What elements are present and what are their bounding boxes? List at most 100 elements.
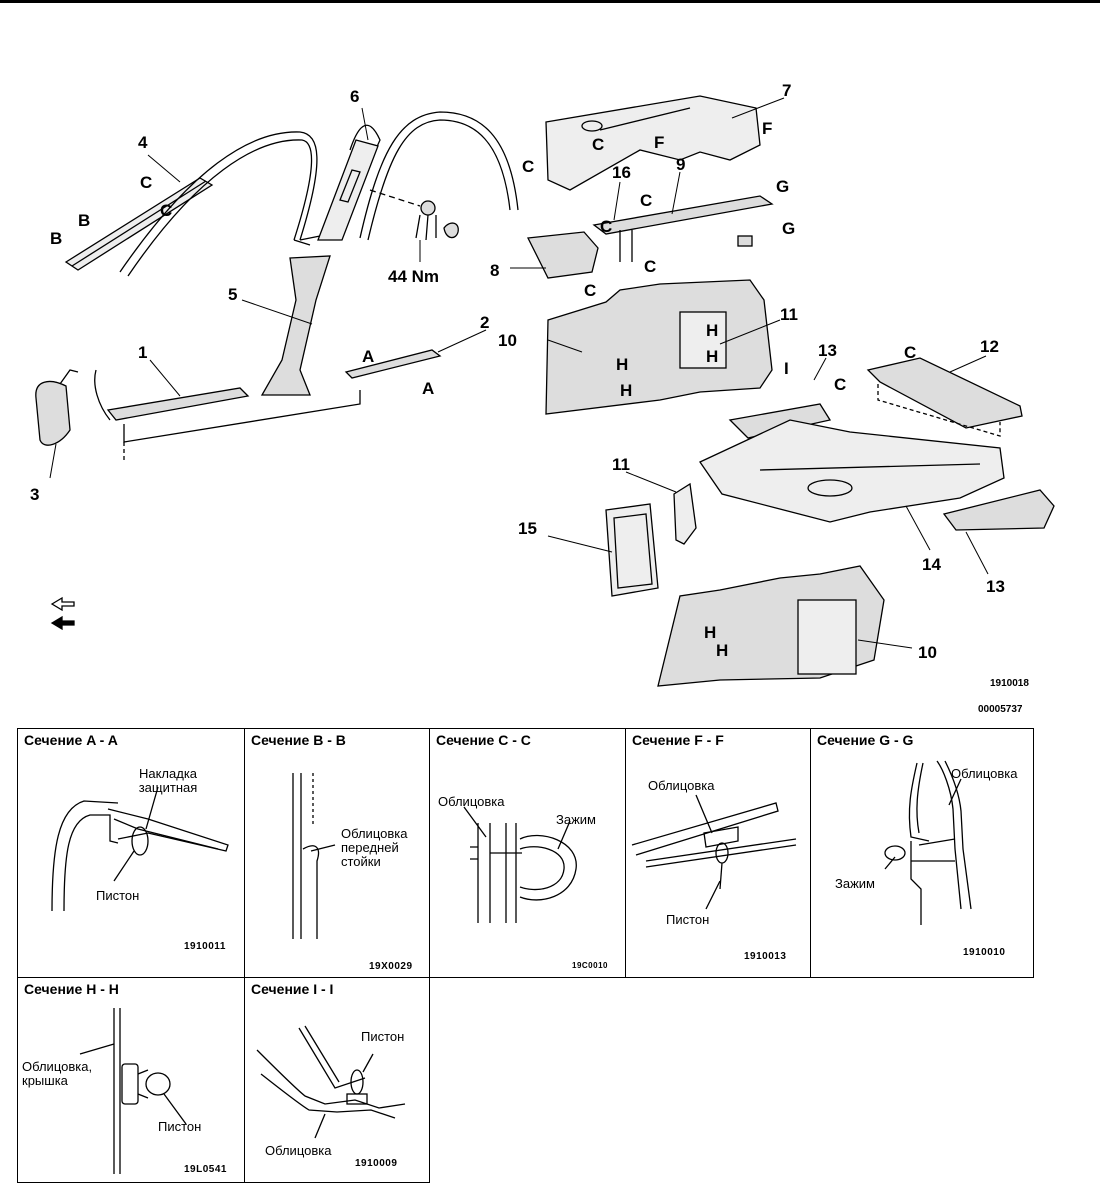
label-part-8: 8 [490, 261, 499, 280]
part-13-tray-left [728, 403, 832, 439]
label-part-3: 3 [30, 485, 39, 504]
mark-C: C [904, 343, 916, 362]
label-front-pillar-trim: Облицовка передней стойки [341, 826, 408, 869]
part-13-tray-right [942, 489, 1055, 531]
section-b-b-drawing [292, 773, 336, 939]
label-part-6: 6 [350, 87, 359, 106]
mark-C: C [160, 201, 172, 220]
label-part-4: 4 [138, 133, 148, 152]
top-rule [0, 0, 1100, 3]
torque-label: 44 Nm [388, 267, 439, 286]
label-part-10-upper: 10 [498, 331, 517, 350]
section-code: 1910013 [744, 951, 787, 962]
mark-C: C [600, 217, 612, 236]
section-c-c-drawing [463, 806, 577, 923]
part-6-center-pillar-upper-trim [317, 139, 379, 241]
mark-H: H [704, 623, 716, 642]
section-code: 1910009 [355, 1158, 398, 1169]
mark-I: I [784, 359, 789, 378]
section-f-f: Сечение F - F Облицовка Пистон 1910013 [625, 728, 811, 978]
mark-G: G [776, 177, 789, 196]
part-3-cowl-side-trim [35, 369, 79, 446]
section-f-f-drawing [631, 794, 797, 910]
section-title: Сечение F - F [632, 732, 724, 748]
section-title: Сечение B - B [251, 732, 346, 748]
label-part-2: 2 [480, 313, 489, 332]
part-12-trunk-end-trim [866, 357, 1023, 437]
label-trim-lid: Облицовка, крышка [22, 1059, 93, 1088]
label-clip: Зажим [556, 812, 596, 827]
part-10-quarter-trim-upper [545, 279, 773, 415]
section-code: 19L0541 [184, 1164, 227, 1175]
label-part-15: 15 [518, 519, 537, 538]
section-code: 19X0029 [369, 961, 413, 972]
mark-H: H [706, 347, 718, 366]
label-part-5: 5 [228, 285, 237, 304]
mark-C: C [592, 135, 604, 154]
label-part-13-right: 13 [986, 577, 1005, 596]
label-protective-cover: Накладка защитная [138, 766, 198, 795]
label-trim: Облицовка [438, 794, 505, 809]
part-14-trunk-floor [699, 419, 1005, 523]
mark-A: A [422, 379, 434, 398]
label-part-12: 12 [980, 337, 999, 356]
section-a-a: Сечение A - A Накладка защитная Пистон 1… [17, 728, 245, 978]
part-5-center-pillar-lower-trim [260, 255, 331, 396]
mark-H: H [616, 355, 628, 374]
part-15-cover [605, 503, 659, 597]
section-title: Сечение H - H [24, 981, 119, 997]
label-part-11-upper: 11 [780, 305, 798, 324]
section-i-i-drawing [256, 1025, 406, 1139]
mark-C: C [640, 191, 652, 210]
mark-A: A [362, 347, 374, 366]
part-1-front-scuff-plate [94, 369, 361, 462]
section-h-h: Сечение H - H Облицовка, крышка Пистон 1… [17, 977, 245, 1183]
mark-H: H [716, 641, 728, 660]
label-piston: Пистон [666, 912, 710, 927]
mark-C: C [584, 281, 596, 300]
mark-H: H [620, 381, 632, 400]
part-8-bracket-trim [526, 231, 599, 279]
mark-C: C [140, 173, 152, 192]
section-title: Сечение C - C [436, 732, 531, 748]
label-part-1: 1 [138, 343, 147, 362]
section-title: Сечение A - A [24, 732, 118, 748]
part-9-rear-shelf-side-trim [592, 195, 774, 262]
section-g-g: Сечение G - G Облицовка Зажим 1910010 [810, 728, 1034, 978]
mark-C: C [522, 157, 534, 176]
label-trim: Облицовка [648, 778, 715, 793]
mark-C: C [644, 257, 656, 276]
section-title: Сечение I - I [251, 981, 334, 997]
section-code: 1910010 [963, 947, 1006, 958]
mark-B: B [50, 229, 62, 248]
label-piston: Пистон [96, 888, 140, 903]
label-piston: Пистон [158, 1119, 202, 1134]
figure-code-doc: 00005737 [978, 704, 1023, 715]
exploded-view-diagram: 4 6 5 1 2 3 7 9 16 8 10 11 13 12 11 15 1… [30, 81, 1055, 715]
section-a-a-drawing [51, 786, 229, 912]
seat-belt-anchor-bolt [369, 189, 459, 241]
mark-C: C [834, 375, 846, 394]
label-clip: Зажим [835, 876, 875, 891]
label-piston: Пистон [361, 1029, 405, 1044]
label-part-11-lower: 11 [612, 455, 630, 474]
label-part-7: 7 [782, 81, 791, 100]
section-b-b: Сечение B - B Облицовка передней стойки … [244, 728, 430, 978]
label-trim: Облицовка [951, 766, 1018, 781]
part-7-quarter-upper-trim [545, 95, 761, 191]
label-part-9: 9 [676, 155, 685, 174]
leader-lines [49, 97, 989, 649]
section-c-c: Сечение C - C Облицовка Зажим 19C0010 [429, 728, 626, 978]
label-part-10-lower: 10 [918, 643, 937, 662]
mark-H: H [706, 321, 718, 340]
door-opening-weatherstrip [119, 111, 519, 277]
mark-G: G [782, 219, 795, 238]
part-10-quarter-trim-lower [657, 565, 885, 687]
section-h-h-drawing [79, 1008, 187, 1174]
section-g-g-drawing [884, 760, 972, 925]
section-code: 19C0010 [572, 961, 608, 970]
mark-F: F [654, 133, 664, 152]
section-title: Сечение G - G [817, 732, 914, 748]
label-part-14: 14 [922, 555, 941, 574]
legend-arrows [50, 596, 75, 631]
